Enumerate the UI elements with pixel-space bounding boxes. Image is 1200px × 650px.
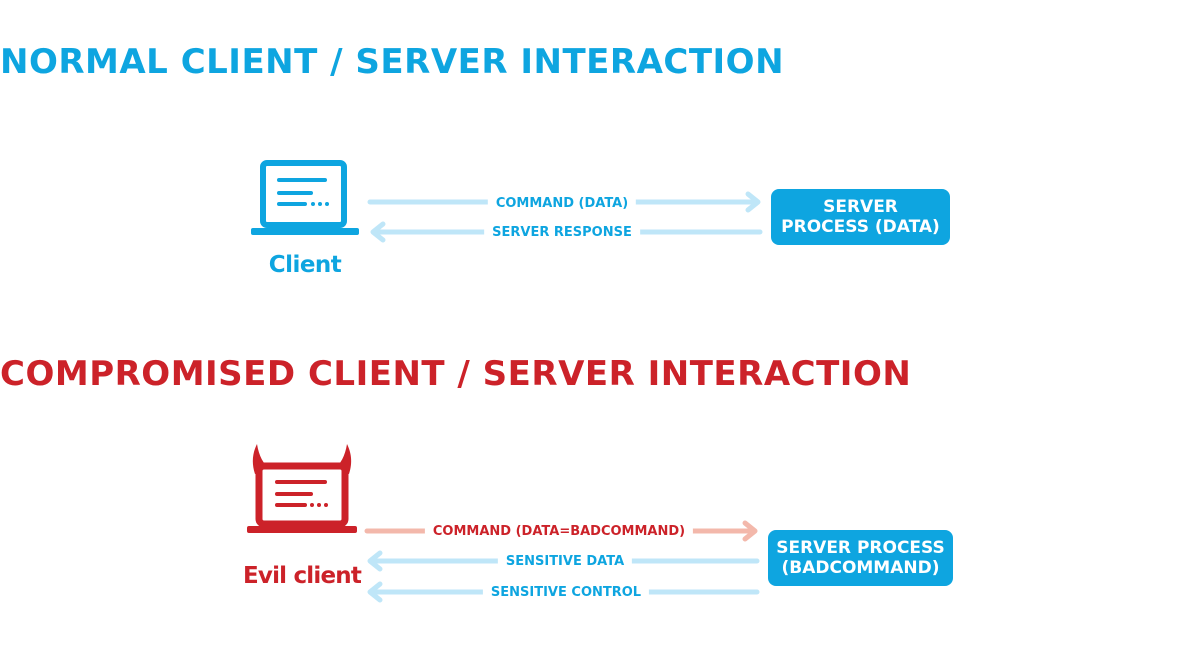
normal-section-heading: NORMAL CLIENT / SERVER INTERACTION bbox=[0, 42, 785, 82]
compromised-server-line1: SERVER PROCESS bbox=[776, 538, 945, 558]
normal-response-label: SERVER RESPONSE bbox=[484, 225, 640, 241]
normal-server-line1: SERVER bbox=[823, 197, 898, 217]
normal-server-box: SERVER PROCESS (DATA) bbox=[771, 189, 950, 245]
evil-client-label: Evil client bbox=[242, 563, 362, 589]
devil-laptop-icon bbox=[247, 444, 357, 533]
compromised-section-heading: COMPROMISED CLIENT / SERVER INTERACTION bbox=[0, 354, 912, 394]
compromised-server-line2: (BADCOMMAND) bbox=[781, 558, 940, 578]
client-label: Client bbox=[268, 252, 342, 278]
sensitive-control-label: SENSITIVE CONTROL bbox=[482, 585, 650, 601]
compromised-server-box: SERVER PROCESS (BADCOMMAND) bbox=[768, 530, 953, 586]
normal-server-line2: PROCESS (DATA) bbox=[781, 217, 940, 237]
evil-request-label: COMMAND (DATA=BADCOMMAND) bbox=[424, 524, 694, 540]
normal-request-label: COMMAND (DATA) bbox=[487, 196, 637, 212]
laptop-icon bbox=[251, 160, 359, 235]
sensitive-data-label: SENSITIVE DATA bbox=[497, 554, 633, 570]
